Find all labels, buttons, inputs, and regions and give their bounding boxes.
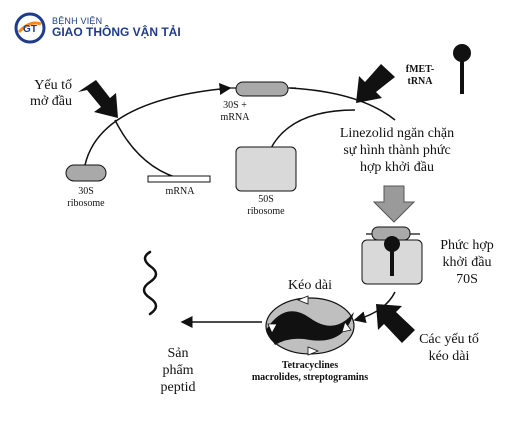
flow-curve-mrna xyxy=(114,119,186,181)
peptide-chain-shape xyxy=(142,250,158,316)
complex-30s-mrna-label: 30S + mRNA xyxy=(220,100,250,123)
flow-curve-to-complex xyxy=(84,82,232,166)
hospital-logo-icon: GT xyxy=(14,12,46,44)
brand-main-text: GIAO THÔNG VẬN TẢI xyxy=(52,25,181,40)
elongation-cycle-shape xyxy=(265,295,355,356)
initiation-complex-70s-shape xyxy=(361,226,423,285)
elongation-factors-label: Các yếu tố kéo dài xyxy=(419,332,479,364)
antibiotics-label: Tetracyclines macrolides, streptogramins xyxy=(251,360,369,383)
peptide-product-label: Sản phẩm peptid xyxy=(160,346,196,395)
elongation-factor-arrow xyxy=(376,304,415,343)
fmet-trna-label: fMET- tRNA xyxy=(405,64,435,87)
mrna-label: mRNA xyxy=(165,186,195,197)
hospital-logo-header: GT BỆNH VIỆN GIAO THÔNG VẬN TẢI xyxy=(14,12,181,44)
ribosome-50s-shape xyxy=(235,146,297,192)
flow-curve-to-linezolid xyxy=(289,87,396,121)
linezolid-label: Linezolid ngăn chặn sự hình thành phức h… xyxy=(339,126,455,175)
initiation-factor-label: Yếu tố mở đầu xyxy=(29,78,72,110)
brand-top-text: BỆNH VIỆN xyxy=(52,15,103,26)
ribosome-30s-label: 30S ribosome xyxy=(67,186,105,209)
fmet-trna-icon xyxy=(453,44,471,94)
complex-30s-mrna-shape xyxy=(228,81,296,97)
ribosome-50s-label: 50S ribosome xyxy=(247,194,285,217)
fmet-arrow xyxy=(356,64,395,103)
mrna-strand-shape xyxy=(147,175,211,183)
flow-curve-50s xyxy=(269,109,356,151)
elongation-label: Kéo dài xyxy=(288,278,332,293)
svg-text:GT: GT xyxy=(23,24,37,35)
ribosome-30s-shape xyxy=(65,164,107,182)
initiation-complex-label: Phức hợp khởi đầu 70S xyxy=(440,238,494,287)
initiation-factor-arrow xyxy=(78,80,118,118)
gray-down-arrow xyxy=(372,185,416,223)
